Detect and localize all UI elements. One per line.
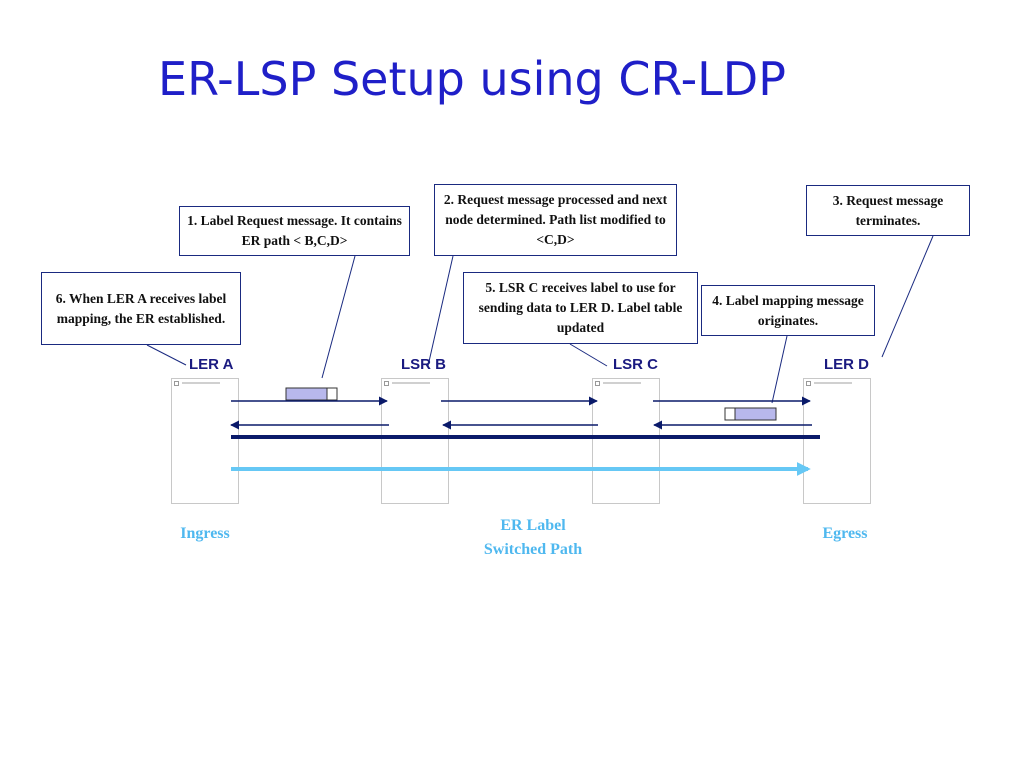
leader-line-4 bbox=[771, 335, 788, 404]
image-placeholder-icon bbox=[384, 381, 389, 386]
callout-request-processed: 2. Request message processed and next no… bbox=[434, 184, 677, 256]
node-label-lsr-b: LSR B bbox=[401, 356, 446, 373]
callout-request-processed-text: 2. Request message processed and next no… bbox=[443, 192, 668, 247]
callout-label-mapping-originates: 4. Label mapping message originates. bbox=[701, 285, 875, 336]
placeholder-line bbox=[182, 382, 220, 384]
egress-label-text: Egress bbox=[822, 525, 868, 542]
callout-ler-a-established: 6. When LER A receives label mapping, th… bbox=[41, 272, 241, 345]
placeholder-line bbox=[392, 382, 430, 384]
label-request-packet-tail bbox=[326, 387, 338, 401]
node-box-ler-a bbox=[171, 378, 239, 504]
node-label-ler-d: LER D bbox=[824, 356, 869, 373]
callout-lsr-c-receives-label: 5. LSR C receives label to use for sendi… bbox=[463, 272, 698, 344]
node-box-lsr-c bbox=[592, 378, 660, 504]
callout-lsr-c-receives-label-text: 5. LSR C receives label to use for sendi… bbox=[478, 280, 683, 335]
image-placeholder-icon bbox=[806, 381, 811, 386]
leader-line-5 bbox=[569, 343, 608, 367]
callout-label-request-text: 1. Label Request message. It contains ER… bbox=[187, 213, 402, 248]
node-label-lsr-c: LSR C bbox=[613, 356, 658, 373]
label-mapping-packet bbox=[734, 407, 777, 421]
placeholder-line bbox=[814, 382, 852, 384]
node-box-ler-d bbox=[803, 378, 871, 504]
node-box-lsr-b bbox=[381, 378, 449, 504]
placeholder-line bbox=[603, 382, 641, 384]
callout-label-mapping-originates-text: 4. Label mapping message originates. bbox=[712, 292, 864, 328]
ingress-label-text: Ingress bbox=[180, 525, 230, 542]
leader-line-2 bbox=[427, 255, 454, 367]
ingress-label: Ingress bbox=[160, 522, 250, 546]
leader-line-6 bbox=[146, 344, 187, 366]
node-label-ler-a: LER A bbox=[189, 356, 234, 373]
label-mapping-packet-head bbox=[724, 407, 736, 421]
image-placeholder-icon bbox=[595, 381, 600, 386]
egress-label: Egress bbox=[800, 522, 890, 546]
page-title: ER-LSP Setup using CR-LDP bbox=[158, 52, 786, 106]
label-request-packet bbox=[285, 387, 328, 401]
image-placeholder-icon bbox=[174, 381, 179, 386]
leader-line-3 bbox=[881, 235, 934, 358]
er-lsp-label-line2: Switched Path bbox=[483, 541, 583, 558]
er-lsp-label: ER Label Switched Path bbox=[453, 514, 613, 562]
callout-ler-a-established-text: 6. When LER A receives label mapping, th… bbox=[55, 290, 227, 326]
callout-request-terminates: 3. Request message terminates. bbox=[806, 185, 970, 236]
leader-line-1 bbox=[321, 255, 356, 379]
callout-label-request: 1. Label Request message. It contains ER… bbox=[179, 206, 410, 256]
callout-request-terminates-text: 3. Request message terminates. bbox=[832, 192, 944, 228]
er-lsp-label-line1: ER Label bbox=[500, 517, 566, 534]
